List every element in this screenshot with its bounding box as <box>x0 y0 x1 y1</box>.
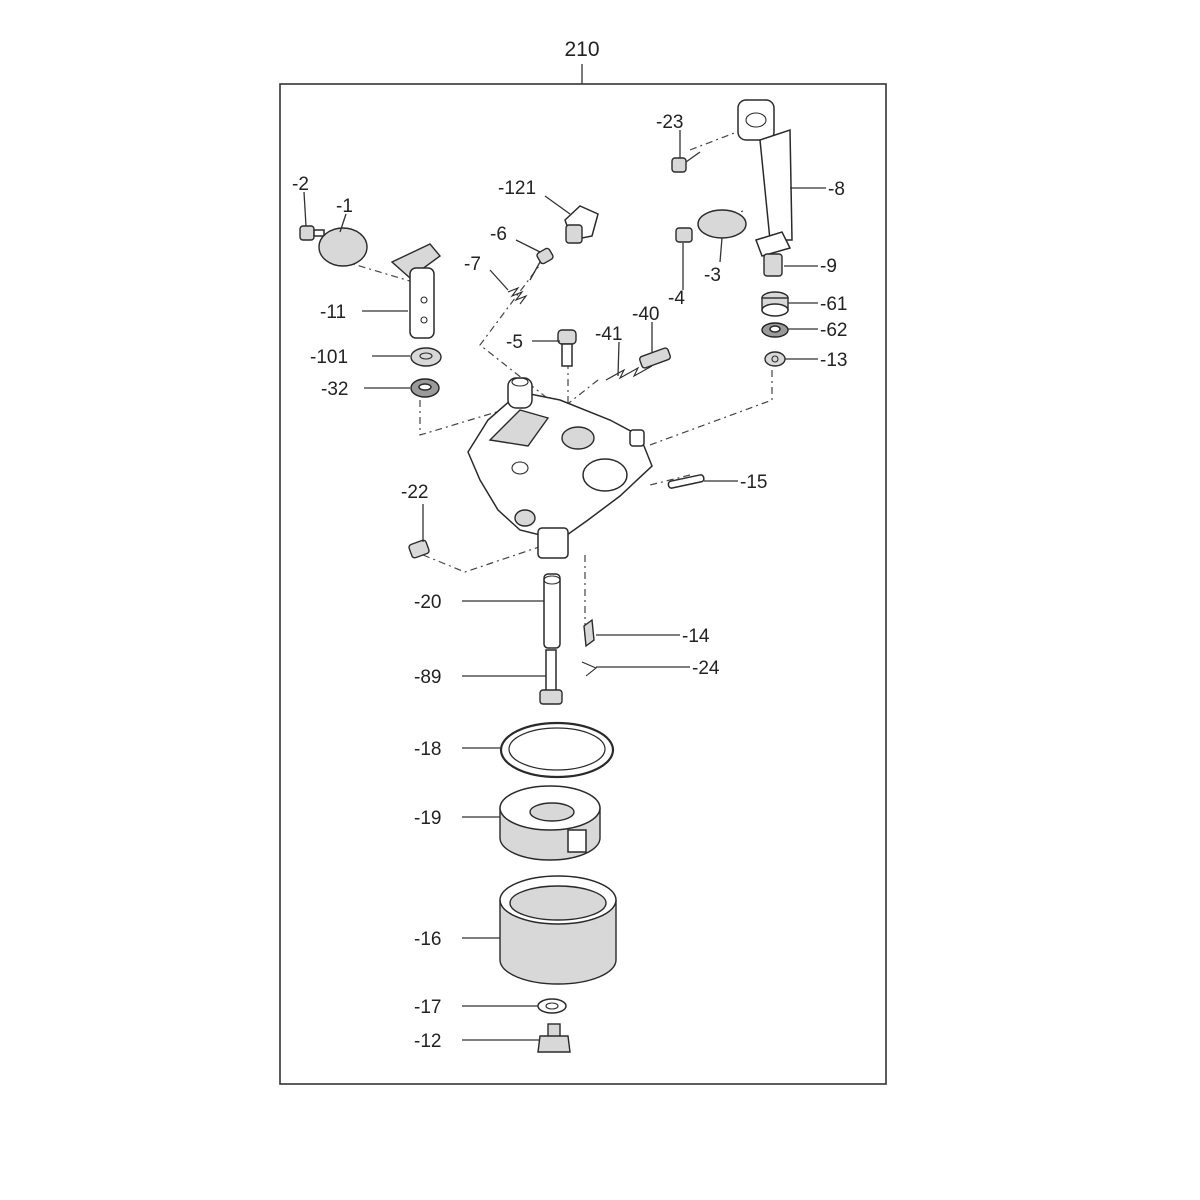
carburetor-body <box>467 377 653 559</box>
label-89: -89 <box>414 667 441 688</box>
part-7-spring <box>507 286 528 305</box>
label-7: -7 <box>464 254 481 275</box>
part-20-main-nozzle <box>543 573 561 649</box>
label-61: -61 <box>820 294 847 315</box>
assembly-guide-lines <box>325 129 773 640</box>
part-22-plug <box>408 539 430 559</box>
label-1: -1 <box>336 196 353 217</box>
part-5-screw <box>557 329 577 367</box>
part-12-bolt <box>537 1023 571 1053</box>
part-2-screw <box>299 225 325 241</box>
part-14-needle <box>583 618 595 648</box>
part-19-float <box>499 785 601 861</box>
label-121: -121 <box>498 178 536 199</box>
part-40-screw <box>638 347 672 369</box>
part-23-screw <box>671 151 701 173</box>
leader-lines <box>303 130 826 1041</box>
label-16: -16 <box>414 929 441 950</box>
part-62-washer <box>761 322 789 338</box>
part-8-throttle-shaft <box>737 99 793 241</box>
label-14: -14 <box>682 626 710 647</box>
part-101-washer <box>410 347 442 367</box>
part-24-clip <box>581 661 598 677</box>
label-40: -40 <box>632 304 659 325</box>
label-20: -20 <box>414 592 441 613</box>
label-15: -15 <box>740 472 767 493</box>
label-5: -5 <box>506 332 523 353</box>
part-41-spring <box>605 365 653 381</box>
label-9: -9 <box>820 256 837 277</box>
part-labels: -2 -1 -11 -101 -32 -121 -6 -7 -5 -41 -40… <box>292 112 847 1052</box>
label-2: -2 <box>292 174 309 195</box>
label-8: -8 <box>828 179 845 200</box>
part-61-bushing <box>761 291 789 317</box>
diagram-frame <box>279 83 887 1085</box>
label-32: -32 <box>321 379 348 400</box>
label-23: -23 <box>656 112 683 133</box>
part-3-throttle-plate <box>697 209 747 239</box>
label-11: -11 <box>320 302 346 323</box>
part-4-screw <box>675 227 693 243</box>
label-12: -12 <box>414 1031 441 1052</box>
part-18-gasket <box>499 721 615 779</box>
part-32-seal <box>410 378 440 398</box>
part-15-pin <box>667 474 705 489</box>
part-9-lever <box>755 231 792 277</box>
label-24: -24 <box>692 658 720 679</box>
label-18: -18 <box>414 739 441 760</box>
label-6: -6 <box>490 224 507 245</box>
assembly-number: 210 <box>564 38 599 61</box>
label-41: -41 <box>595 324 622 345</box>
part-13-seal <box>764 351 786 367</box>
label-3: -3 <box>704 265 721 286</box>
label-101: -101 <box>310 347 348 368</box>
part-121-cap <box>564 205 599 244</box>
label-19: -19 <box>414 808 441 829</box>
part-16-float-bowl <box>499 875 617 985</box>
label-4: -4 <box>668 288 685 309</box>
part-1-choke-plate <box>318 227 368 267</box>
part-17-washer <box>537 998 567 1014</box>
part-89-jet <box>539 649 563 705</box>
part-6-screw <box>529 247 554 281</box>
part-11-choke-shaft <box>390 243 442 339</box>
label-17: -17 <box>414 997 441 1018</box>
label-62: -62 <box>820 320 847 341</box>
label-22: -22 <box>401 482 428 503</box>
label-13: -13 <box>820 350 847 371</box>
